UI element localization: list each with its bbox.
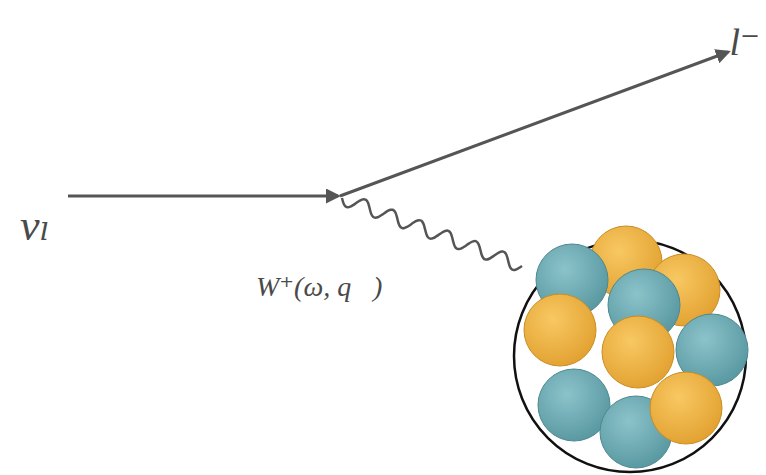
lepton-line — [340, 52, 728, 196]
nucleon — [602, 316, 674, 388]
boson-wave — [342, 198, 522, 270]
nucleon — [524, 294, 596, 366]
nucleon — [650, 372, 722, 444]
neutrino-label: νₗ — [20, 202, 50, 250]
neutrino-line — [68, 195, 338, 198]
lepton-label: l⁻ — [729, 22, 760, 64]
boson-label: W⁺(ω, q⃗) — [256, 272, 382, 303]
nucleon — [538, 369, 610, 441]
nucleus — [514, 226, 748, 472]
